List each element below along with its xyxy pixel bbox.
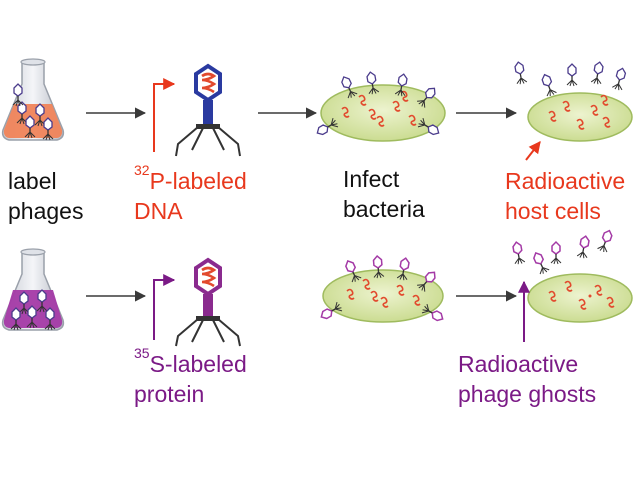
label-pointer-red bbox=[525, 141, 541, 161]
bacterium-icon bbox=[510, 228, 633, 323]
caption-line-1: Infect bbox=[343, 166, 400, 192]
caption-line-1: S-labeled bbox=[149, 351, 247, 377]
phage-35s-icon bbox=[175, 257, 241, 347]
bacterium-icon bbox=[318, 254, 446, 325]
s35-labeled-protein-caption: 35S-labeled protein bbox=[134, 346, 247, 409]
caption-line-2: host cells bbox=[505, 198, 601, 224]
isotope-number: 35 bbox=[134, 345, 150, 361]
caption-line-2: bacteria bbox=[343, 196, 425, 222]
infect-bacteria-caption: Infect bacteria bbox=[343, 164, 425, 224]
label-phages-caption: label phages bbox=[8, 166, 83, 226]
caption-line-1: Radioactive bbox=[458, 351, 579, 377]
flask-purple-icon bbox=[1, 248, 65, 331]
caption-line-1: P-labeled bbox=[149, 168, 247, 194]
label-pointer-purple bbox=[153, 274, 176, 340]
isotope-number: 32 bbox=[134, 162, 150, 178]
radioactive-host-cells-caption: Radioactive host cells bbox=[505, 166, 625, 226]
caption-line-1: label bbox=[8, 168, 57, 194]
caption-line-2: protein bbox=[134, 381, 205, 407]
caption-line-2: DNA bbox=[134, 198, 183, 224]
caption-line-2: phage ghosts bbox=[458, 381, 597, 407]
caption-line-2: phages bbox=[8, 198, 84, 224]
phage-32p-icon bbox=[175, 63, 241, 157]
bacterium-icon bbox=[314, 70, 446, 142]
bacterium-icon bbox=[512, 60, 633, 142]
caption-line-1: Radioactive bbox=[505, 168, 626, 194]
label-pointer-red bbox=[153, 78, 176, 152]
flask-red-icon bbox=[1, 58, 65, 141]
p32-labeled-dna-caption: 32P-labeled DNA bbox=[134, 163, 247, 226]
radioactive-phage-ghosts-caption: Radioactive phage ghosts bbox=[458, 349, 596, 409]
